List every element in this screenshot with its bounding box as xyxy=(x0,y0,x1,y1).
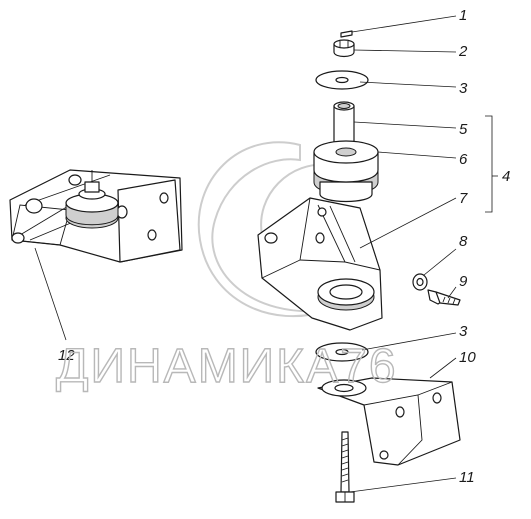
bracket-part-10 xyxy=(317,377,461,466)
leader-lines xyxy=(34,15,498,493)
bolt-part-9 xyxy=(427,289,461,306)
callout-7: 7 xyxy=(459,190,468,207)
callout-2: 2 xyxy=(458,43,468,60)
callout-3-top: 3 xyxy=(459,80,468,97)
watermark-text: ДИНАМИКА76 xyxy=(56,340,398,393)
callout-10: 10 xyxy=(459,349,476,366)
pin-part-1 xyxy=(340,30,353,38)
left-mount-assembly xyxy=(9,169,183,263)
callout-labels: 1 2 3 5 6 4 7 8 9 3 10 11 12 xyxy=(58,7,510,486)
callout-4: 4 xyxy=(502,168,510,185)
washer-part-3-bottom xyxy=(315,342,369,362)
callout-6: 6 xyxy=(459,151,468,168)
callout-11: 11 xyxy=(459,469,475,486)
sleeve-part-5 xyxy=(333,101,355,151)
callout-3-bottom: 3 xyxy=(459,323,468,340)
bracket-part-7 xyxy=(257,197,383,331)
callout-12: 12 xyxy=(58,347,75,364)
callout-5: 5 xyxy=(459,121,468,138)
callout-1: 1 xyxy=(459,7,467,24)
washer-part-8 xyxy=(412,273,428,291)
bolt-part-11 xyxy=(335,431,355,503)
callout-9: 9 xyxy=(459,273,468,290)
castle-nut-part-2 xyxy=(333,39,355,58)
callout-8: 8 xyxy=(459,233,468,250)
cushion-part-6 xyxy=(313,140,379,203)
washer-part-3-top xyxy=(315,70,369,90)
